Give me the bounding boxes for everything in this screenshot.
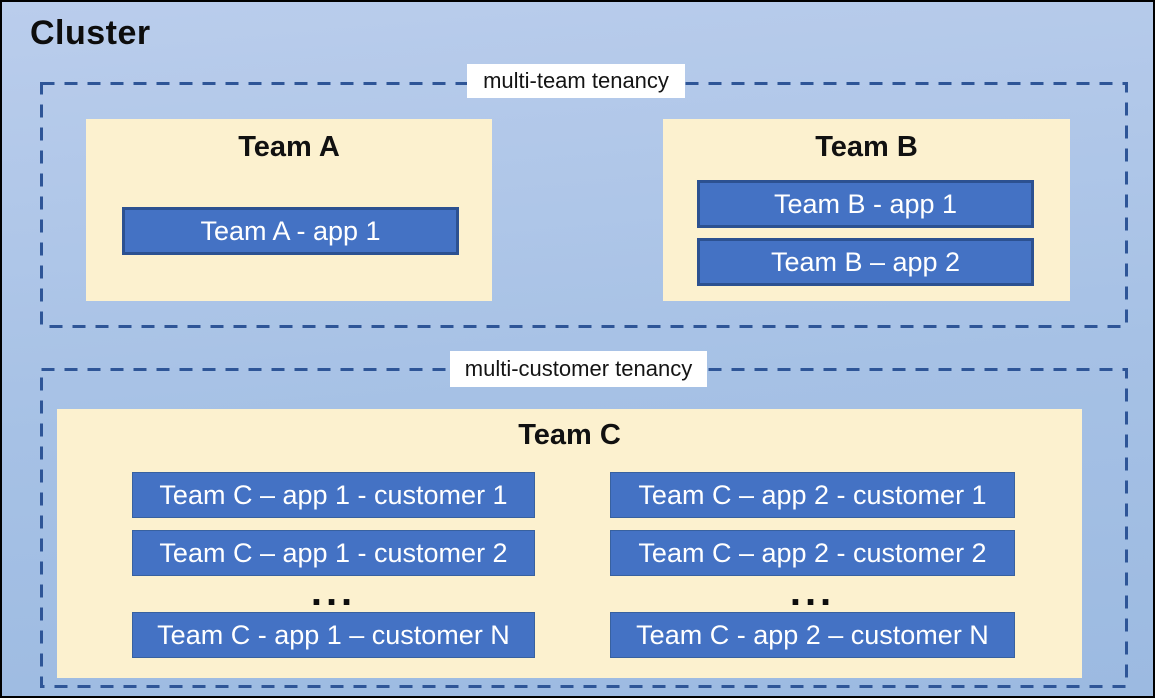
app-box-team-c-app-1-customer-2: Team C – app 1 - customer 2 (132, 530, 535, 576)
app-box-team-c-app-2-customer-2: Team C – app 2 - customer 2 (610, 530, 1015, 576)
app-box-team-b-app-1: Team B - app 1 (697, 180, 1034, 228)
dashed-border-icon (40, 82, 1128, 328)
app-box-team-a-app-1: Team A - app 1 (122, 207, 459, 255)
app-box-team-c-app-1-customer-n: Team C - app 1 – customer N (132, 612, 535, 658)
zone-multi-team (40, 82, 1128, 328)
zone-multi-customer (40, 368, 1128, 688)
team-b-title: Team B (815, 131, 918, 163)
app-box-team-c-app-1-customer-1: Team C – app 1 - customer 1 (132, 472, 535, 518)
app-box-team-b-app-2: Team B – app 2 (697, 238, 1034, 286)
dashed-border-icon (40, 368, 1128, 688)
ellipsis-column-2: ... (789, 570, 836, 614)
team-a-title: Team A (238, 131, 340, 163)
team-b-panel: Team B Team B - app 1 Team B – app 2 (663, 119, 1070, 301)
team-c-panel: Team C Team C – app 1 - customer 1 Team … (57, 409, 1082, 678)
app-box-team-c-app-2-customer-n: Team C - app 2 – customer N (610, 612, 1015, 658)
team-c-title: Team C (518, 419, 621, 451)
cluster-title: Cluster (30, 14, 151, 52)
app-box-team-c-app-2-customer-1: Team C – app 2 - customer 1 (610, 472, 1015, 518)
team-a-panel: Team A Team A - app 1 (86, 119, 492, 301)
ellipsis-column-1: ... (310, 570, 357, 614)
zone-label-multi-team: multi-team tenancy (467, 64, 685, 98)
zone-label-multi-customer: multi-customer tenancy (450, 351, 707, 387)
